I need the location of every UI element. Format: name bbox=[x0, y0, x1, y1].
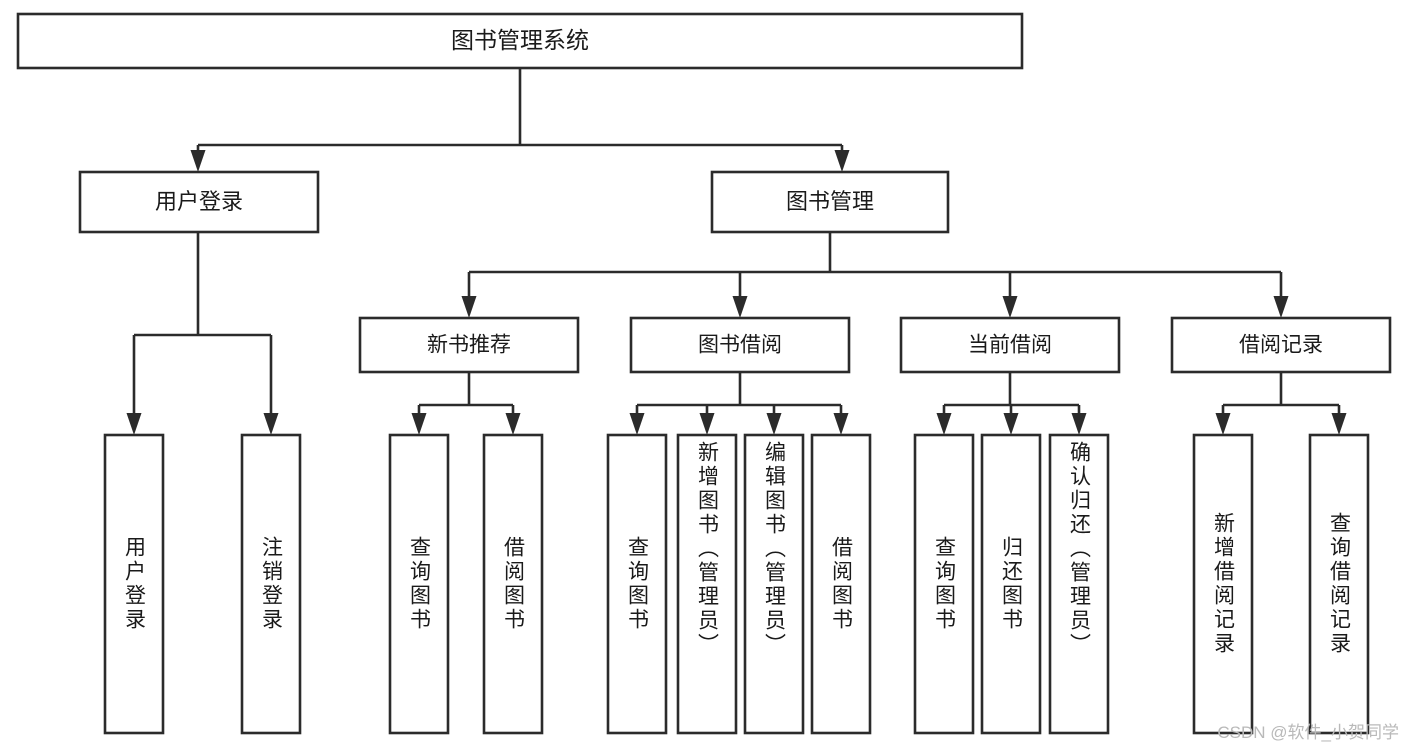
leaf-box-13[interactable] bbox=[1308, 433, 1370, 735]
leaf-box-2[interactable] bbox=[240, 433, 302, 735]
arrow-to-current-borrow bbox=[1002, 296, 1018, 318]
arrow-leaf-13 bbox=[1331, 413, 1347, 435]
node-root-label: 图书管理系统 bbox=[451, 27, 589, 53]
node-root[interactable]: 图书管理系统 bbox=[16, 12, 1024, 70]
arrow-leaf-9 bbox=[936, 413, 952, 435]
arrow-to-new-book-recommend bbox=[461, 296, 477, 318]
arrow-leaf-1 bbox=[126, 413, 142, 435]
leaf-box-11[interactable] bbox=[1048, 433, 1110, 735]
leaf-box-5[interactable] bbox=[606, 433, 668, 735]
arrow-leaf-12 bbox=[1215, 413, 1231, 435]
arrow-leaf-11 bbox=[1071, 413, 1087, 435]
node-root-box[interactable] bbox=[16, 12, 1024, 70]
arrow-leaf-10 bbox=[1003, 413, 1019, 435]
node-borrow-records-label: 借阅记录 bbox=[1239, 334, 1323, 357]
arrow-to-book-management bbox=[834, 150, 850, 172]
node-book-borrow-box[interactable] bbox=[629, 316, 851, 374]
node-current-borrow[interactable]: 当前借阅 bbox=[899, 316, 1121, 374]
node-new-book-recommend[interactable]: 新书推荐 bbox=[358, 316, 580, 374]
arrow-leaf-3 bbox=[411, 413, 427, 435]
arrow-leaf-5 bbox=[629, 413, 645, 435]
node-book-management-box[interactable] bbox=[710, 170, 950, 234]
leaf-box-7[interactable] bbox=[743, 433, 805, 735]
leaf-box-9[interactable] bbox=[913, 433, 975, 735]
node-book-management[interactable]: 图书管理 bbox=[710, 170, 950, 234]
watermark-text: CSDN @软件_小贺同学 bbox=[1217, 723, 1399, 742]
node-user-login-label: 用户登录 bbox=[155, 189, 243, 214]
leaf-box-1[interactable] bbox=[103, 433, 165, 735]
node-borrow-records-box[interactable] bbox=[1170, 316, 1392, 374]
node-current-borrow-box[interactable] bbox=[899, 316, 1121, 374]
arrow-leaf-7 bbox=[766, 413, 782, 435]
leaf-box-4[interactable] bbox=[482, 433, 544, 735]
arrow-to-book-borrow bbox=[732, 296, 748, 318]
arrow-leaf-2 bbox=[263, 413, 279, 435]
edges-layer bbox=[126, 68, 1347, 435]
arrow-leaf-8 bbox=[833, 413, 849, 435]
node-current-borrow-label: 当前借阅 bbox=[968, 334, 1052, 357]
arrow-to-user-login bbox=[190, 150, 206, 172]
node-new-book-recommend-label: 新书推荐 bbox=[427, 334, 511, 357]
arrow-to-borrow-records bbox=[1273, 296, 1289, 318]
node-borrow-records[interactable]: 借阅记录 bbox=[1170, 316, 1392, 374]
leaf-box-3[interactable] bbox=[388, 433, 450, 735]
arrow-leaf-4 bbox=[505, 413, 521, 435]
leaf-box-12[interactable] bbox=[1192, 433, 1254, 735]
node-user-login[interactable]: 用户登录 bbox=[78, 170, 320, 234]
node-new-book-recommend-box[interactable] bbox=[358, 316, 580, 374]
node-user-login-box[interactable] bbox=[78, 170, 320, 234]
leaf-box-8[interactable] bbox=[810, 433, 872, 735]
nodes-layer: 图书管理系统 用户登录 图书管理 新书推荐 图书借阅 当前 bbox=[16, 12, 1392, 735]
node-book-borrow[interactable]: 图书借阅 bbox=[629, 316, 851, 374]
node-book-management-label: 图书管理 bbox=[786, 189, 874, 214]
node-book-borrow-label: 图书借阅 bbox=[698, 334, 782, 357]
leaf-box-6[interactable] bbox=[676, 433, 738, 735]
leaf-box-10[interactable] bbox=[980, 433, 1042, 735]
arrow-leaf-6 bbox=[699, 413, 715, 435]
